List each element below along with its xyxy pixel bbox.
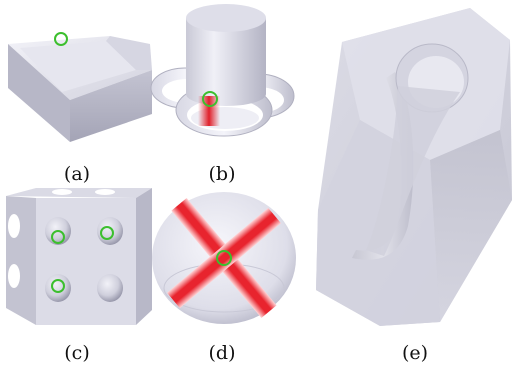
caption-b: (b): [209, 163, 236, 185]
marker-circle-a: [54, 32, 68, 46]
cylinder-top: [186, 4, 266, 32]
marker-circle-c2: [100, 226, 114, 240]
cube-front-face: [36, 198, 136, 325]
prism-side-face: [430, 130, 512, 322]
caption-d: (d): [209, 342, 236, 364]
marker-circle-b: [202, 91, 218, 107]
caption-a: (a): [64, 163, 90, 185]
panel-c-cube: [6, 188, 152, 325]
marker-circle-c3: [51, 279, 65, 293]
cube-top-face: [6, 188, 152, 198]
tray-front-face: [8, 44, 70, 142]
cube-left-face: [6, 196, 36, 325]
marker-circle-d: [216, 250, 232, 266]
inner-tube-body: [366, 86, 460, 256]
cube-hole: [97, 274, 123, 302]
panel-d-disc: [152, 192, 296, 324]
caption-e: (e): [402, 342, 428, 364]
cube-right-face: [136, 188, 152, 325]
tray-inner-floor: [20, 41, 136, 92]
panel-e-prism: [316, 8, 512, 326]
panel-b-cylinder-rings: [150, 4, 295, 137]
caption-c: (c): [64, 342, 89, 364]
red-groove-2: [167, 207, 281, 309]
cube-hole: [45, 274, 71, 302]
tray-right-face: [70, 70, 152, 142]
tray-back-wall: [106, 36, 152, 70]
panel-a-tray: [8, 32, 152, 142]
marker-circle-c1: [51, 230, 65, 244]
